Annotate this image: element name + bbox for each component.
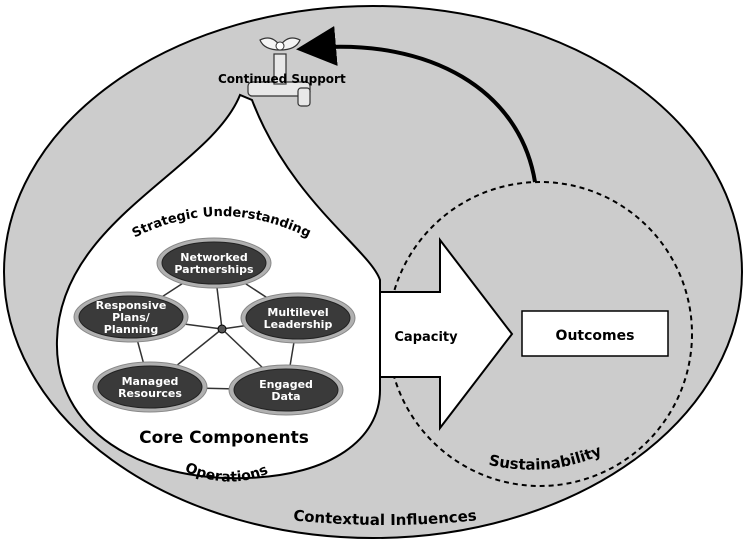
- node-label-line: Planning: [104, 323, 158, 336]
- capacity-label: Capacity: [394, 330, 458, 345]
- node-label-line: Multilevel: [267, 306, 328, 319]
- faucet-icon: [247, 37, 311, 107]
- node-label-line: Partnerships: [174, 263, 254, 276]
- core-components-title: Core Components: [139, 428, 309, 448]
- outcomes-box: [521, 310, 669, 357]
- node-label-line: Engaged: [259, 378, 313, 391]
- node-ellipse: [233, 368, 339, 412]
- node-label-line: Networked: [180, 251, 247, 264]
- node-label-line: Resources: [118, 387, 182, 400]
- node-label-line: Responsive: [96, 299, 167, 312]
- node-label-line: Leadership: [264, 318, 333, 331]
- node-label-line: Data: [271, 390, 300, 403]
- node-label-line: Plans/: [112, 311, 151, 324]
- node-ellipse: [245, 296, 351, 340]
- core-components-network: NetworkedPartnershipsMultilevelLeadershi…: [73, 237, 356, 416]
- node-label-line: Managed: [122, 375, 179, 388]
- node-ellipse: [161, 241, 267, 285]
- continued-support-label: Continued Support: [218, 72, 346, 86]
- node-ellipse: [78, 295, 184, 339]
- network-hub: [217, 324, 227, 334]
- contextual-influences-label: Contextual Influences: [293, 506, 478, 529]
- support-arrow: [296, 26, 537, 183]
- outcomes-label: Outcomes: [556, 328, 635, 344]
- node-ellipse: [97, 365, 203, 409]
